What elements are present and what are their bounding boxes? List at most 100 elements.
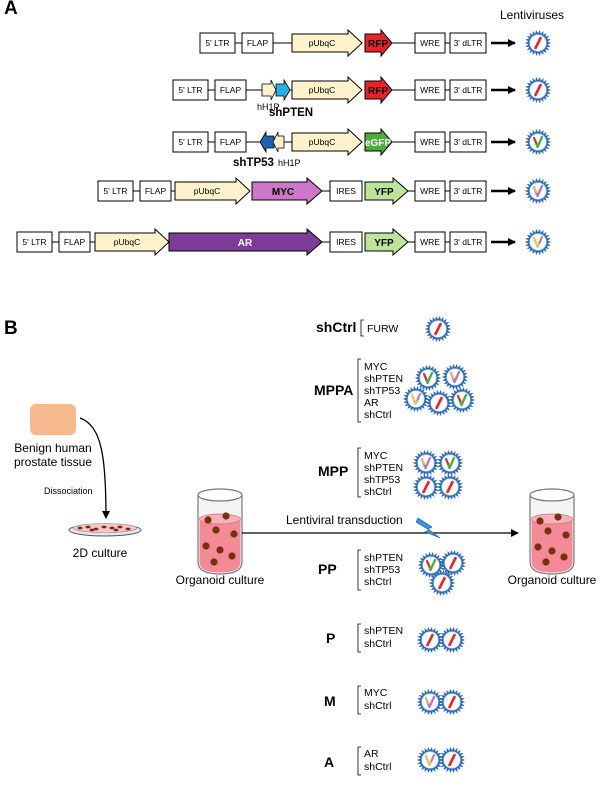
flap-label: FLAP [247, 38, 269, 48]
hh1p-label: hH1P [257, 102, 280, 112]
group-a: A AR shCtrl [324, 746, 466, 776]
group-bracket [357, 623, 361, 653]
pubqc-label: pUbqC [309, 85, 335, 95]
flap-box [214, 131, 247, 153]
yfp-label: YFP [374, 187, 394, 198]
group-name: A [324, 754, 334, 770]
ires-box [329, 180, 363, 202]
rfp-arrow [364, 75, 393, 105]
group-item: shTP53 [364, 474, 400, 486]
group-name: shCtrl [316, 319, 356, 335]
lentivirus-icon [417, 551, 445, 579]
organoid-left-label: Organoid culture [176, 573, 265, 587]
panel-b-label: B [4, 318, 18, 339]
flap-label: FLAP [145, 186, 167, 196]
ar-label: AR [238, 238, 253, 249]
yfp-arrow [364, 227, 409, 257]
group-item: shCtrl [364, 576, 391, 588]
culture-2d-label: 2D culture [73, 546, 128, 560]
shpten-arrow [275, 78, 291, 102]
yfp-arrow [364, 176, 409, 206]
organoid [204, 516, 212, 524]
group-shctrl: shCtrl FURW [316, 315, 452, 343]
prostate-tissue [30, 404, 76, 435]
wre-box [414, 32, 446, 54]
lentivirus-icon [524, 76, 552, 104]
lentivirus-icon [436, 473, 464, 501]
dish-cell [117, 525, 123, 529]
group-name: M [324, 693, 336, 709]
myc-label: MYC [272, 187, 294, 198]
ltr3-label: 3' dLTR [454, 85, 483, 95]
dish-cell [85, 525, 91, 529]
flap-box [241, 32, 274, 54]
flap-box [139, 180, 172, 202]
organoid-right-label: Organoid culture [508, 573, 597, 587]
organoid [562, 531, 570, 539]
organoid-tube-left [197, 488, 243, 575]
transduction-label: Lentiviral transduction [286, 513, 403, 527]
ltr5-label: 5' LTR [205, 38, 229, 48]
panel-a: A Lentiviruses 5' LTR FLAP pUbqC RFP WRE… [4, 0, 564, 257]
construct-rfp: 5' LTR FLAP pUbqC RFP WRE 3' dLTR [199, 28, 552, 58]
lentivirus-icon [438, 626, 466, 654]
lentivirus-icon [412, 473, 440, 501]
pubqc-arrow [291, 75, 363, 105]
wre-label: WRE [420, 186, 440, 196]
organoid [230, 530, 238, 538]
lentivirus-icon [524, 228, 552, 256]
ires-box [329, 231, 363, 253]
dish-cell [125, 527, 131, 531]
pubqc-arrow [291, 127, 363, 157]
ltr5-box [97, 180, 134, 202]
construct-myc: 5' LTR FLAP pUbqC MYC IRES YFP WRE 3' dL… [97, 176, 552, 206]
culture-dish-2d [68, 523, 142, 537]
dish-cell [93, 527, 99, 531]
group-item: FURW [367, 323, 398, 335]
tube-rim [529, 488, 575, 502]
ires-label: IRES [336, 186, 356, 196]
ltr3-box [449, 32, 487, 54]
ltr3-label: 3' dLTR [454, 38, 483, 48]
ltr5-label: 5' LTR [178, 137, 202, 147]
hh1p-label: hH1P [278, 158, 301, 168]
group-name: PP [318, 561, 337, 577]
dish-cell [77, 526, 83, 530]
panel-a-label: A [4, 0, 18, 19]
panel-b: B Benign human prostate tissue Dissociat… [4, 315, 597, 776]
organoid-tube-right [529, 488, 575, 575]
ltr3-box [449, 79, 487, 101]
group-item: shCtrl [364, 700, 391, 712]
dissociation-arrow [79, 417, 110, 519]
organoid [554, 513, 562, 521]
wre-box [414, 231, 446, 253]
dish-cell [109, 526, 115, 530]
pubqc-arrow [94, 227, 170, 257]
organoid [222, 512, 230, 520]
lentivirus-icon [416, 746, 444, 774]
egfp-label: eGFP [365, 138, 391, 149]
wre-label: WRE [420, 137, 440, 147]
ltr3-box [449, 231, 487, 253]
group-name: MPP [318, 463, 348, 479]
lentivirus-icon [425, 389, 453, 417]
lentivirus-icon [416, 688, 444, 716]
ltr5-label: 5' LTR [178, 85, 202, 95]
pubqc-label: pUbqC [194, 186, 220, 196]
ltr5-label: 5' LTR [22, 237, 46, 247]
shpten-label: shPTEN [269, 107, 313, 119]
shtp53-label: shTP53 [233, 157, 274, 169]
lentivirus-icon [524, 177, 552, 205]
construct-shtp53: 5' LTR FLAP shTP53 hH1P pUbqC eGFP WRE 3… [172, 127, 552, 169]
dish-cell [89, 528, 95, 532]
pubqc-label: pUbqC [309, 137, 335, 147]
dissociation-label: Dissociation [44, 486, 93, 496]
lentivirus-icon [416, 626, 444, 654]
construct-ar: 5' LTR FLAP pUbqC AR IRES YFP WRE 3' dLT… [16, 227, 552, 257]
group-item: shCtrl [364, 486, 391, 498]
group-item: MYC [364, 687, 388, 699]
flap-box [214, 79, 247, 101]
lentivirus-icon [524, 29, 552, 57]
organoid [536, 517, 544, 525]
group-item: shCtrl [364, 761, 391, 773]
